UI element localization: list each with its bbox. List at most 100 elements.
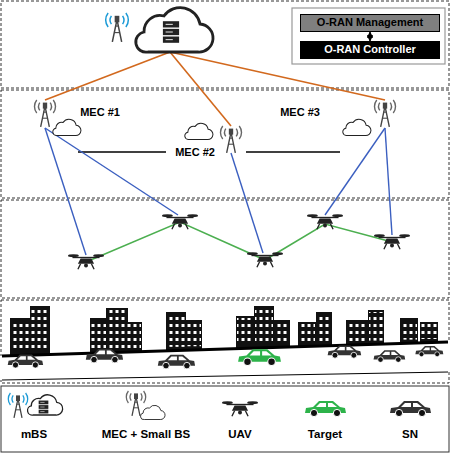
uav-icon — [247, 252, 283, 267]
building — [166, 312, 186, 351]
layer-frames — [1, 1, 449, 383]
building — [420, 322, 438, 343]
legend-frame — [1, 386, 449, 452]
legend-mec-cloud — [140, 405, 165, 419]
vehicles — [8, 345, 444, 368]
building-body — [90, 318, 108, 353]
mec-label: MEC #3 — [280, 106, 320, 118]
road-edge — [2, 372, 448, 380]
uav-icon — [68, 254, 104, 269]
building — [400, 318, 418, 344]
building-body — [316, 312, 332, 346]
oran-frame — [292, 8, 445, 64]
target-car — [238, 349, 281, 365]
sensor-node-car — [8, 355, 43, 368]
cloud-icon — [136, 8, 213, 53]
controller-box: O-RAN Controller — [300, 41, 440, 59]
legend-label: Target — [308, 428, 342, 440]
access-link — [325, 128, 385, 215]
building-windows — [91, 320, 107, 349]
building-body — [236, 316, 254, 349]
building-windows — [421, 324, 437, 339]
box-label: O-RAN Management — [317, 16, 423, 29]
building-windows — [255, 308, 273, 344]
uav-icon — [307, 214, 343, 229]
legend-mbs-antenna — [8, 393, 27, 418]
mec-cloud — [343, 119, 371, 135]
building — [126, 322, 142, 352]
building-body — [346, 320, 368, 345]
mec-label: MEC #1 — [80, 106, 120, 118]
legend-label: UAV — [228, 428, 251, 440]
cloud-layer — [1, 1, 449, 88]
mec-link — [246, 151, 340, 153]
legend-label: MEC + Small BS — [102, 428, 191, 440]
legend-label: mBS — [21, 428, 47, 440]
mec-link — [78, 151, 166, 153]
legend-sn-car — [390, 401, 431, 417]
building-windows — [369, 312, 383, 341]
building — [30, 306, 50, 355]
building-body — [30, 306, 50, 355]
sensor-node-car — [415, 346, 443, 357]
building — [254, 306, 274, 348]
building-body — [274, 320, 290, 348]
backhaul-line — [170, 52, 385, 100]
building-body — [166, 312, 186, 351]
building-body — [368, 310, 384, 345]
sensor-node-car — [374, 350, 406, 362]
management-box: O-RAN Management — [300, 14, 440, 32]
building-windows — [107, 310, 127, 349]
building-body — [186, 320, 202, 350]
building-windows — [347, 322, 367, 341]
building — [346, 320, 368, 345]
building-windows — [187, 322, 201, 346]
building-windows — [31, 308, 49, 351]
building-body — [106, 308, 128, 353]
building — [298, 322, 316, 347]
box-label: O-RAN Controller — [324, 43, 416, 56]
building-body — [400, 318, 418, 344]
building-windows — [127, 324, 141, 348]
road — [0, 342, 450, 380]
link-arrow — [369, 32, 370, 41]
sensor-node-car — [86, 349, 123, 363]
macro-bs-antenna — [106, 13, 129, 42]
building-windows — [299, 324, 315, 343]
sensor-node-car — [328, 345, 362, 358]
building-body — [298, 322, 316, 347]
small-bs-icon — [220, 126, 241, 153]
building-body — [10, 318, 32, 356]
backhaul-lines — [45, 52, 385, 126]
access-link — [45, 128, 178, 215]
building — [316, 312, 332, 346]
building-windows — [317, 314, 331, 342]
building — [10, 318, 32, 356]
legend-label: SN — [402, 428, 418, 440]
mec-label: MEC #2 — [175, 146, 215, 158]
building-body — [420, 322, 438, 343]
building — [90, 318, 108, 353]
legend-mbs-cloud — [28, 395, 63, 415]
mec-cloud — [185, 123, 213, 139]
building — [368, 310, 384, 345]
access-link — [231, 153, 263, 253]
uav-links — [86, 222, 392, 262]
building-body — [126, 322, 142, 352]
building — [106, 308, 128, 353]
legend-uav — [222, 401, 258, 416]
small-bs-icon — [34, 100, 55, 127]
building — [186, 320, 202, 350]
access-link — [45, 128, 86, 255]
mec-cloud — [53, 119, 81, 135]
building-windows — [401, 320, 417, 340]
backhaul-line — [45, 52, 170, 100]
building — [274, 320, 290, 348]
legend-target-car — [305, 401, 346, 417]
server-icon — [163, 21, 179, 43]
building-windows — [167, 314, 185, 347]
sensor-node-car — [158, 355, 195, 369]
access-links — [45, 128, 392, 255]
